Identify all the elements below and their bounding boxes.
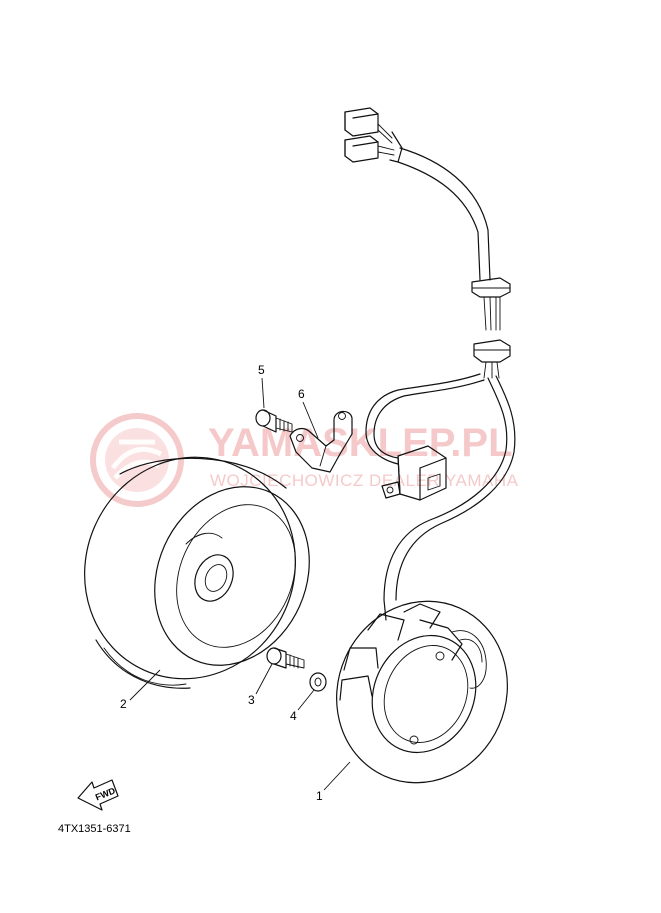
callout-5: 5 xyxy=(258,363,265,409)
fwd-label: FWD xyxy=(94,785,117,802)
part-5-screw xyxy=(255,409,293,433)
part-number-2: 2 xyxy=(120,697,127,711)
part-4-washer xyxy=(309,672,327,692)
pickup-coil xyxy=(381,445,447,501)
watermark-logo-icon xyxy=(90,413,184,507)
part-3-bolt xyxy=(266,647,305,669)
part-2-flywheel xyxy=(84,456,310,689)
harness-connector xyxy=(344,107,403,163)
wire-harness xyxy=(365,147,516,621)
callout-6: 6 xyxy=(298,387,319,439)
part-number-5: 5 xyxy=(258,363,265,377)
part-number-1: 1 xyxy=(316,789,323,803)
fwd-arrow-icon: FWD xyxy=(77,779,119,811)
watermark-title: YAMASKLEP.PL xyxy=(208,421,513,465)
callout-3: 3 xyxy=(248,663,273,707)
diagram-code: 4TX1351-6371 xyxy=(58,823,131,835)
part-6-clamp xyxy=(289,410,353,473)
callout-1: 1 xyxy=(316,761,351,803)
part-number-6: 6 xyxy=(298,387,305,401)
watermark-subtitle: WOJCIECHOWICZ DEALER YAMAHA xyxy=(210,471,519,490)
part-1-stator xyxy=(336,600,508,784)
part-number-4: 4 xyxy=(290,709,297,723)
callout-4: 4 xyxy=(290,689,315,723)
part-number-3: 3 xyxy=(248,693,255,707)
callout-2: 2 xyxy=(120,669,161,711)
watermark: YAMASKLEP.PL WOJCIECHOWICZ DEALER YAMAHA xyxy=(90,413,519,507)
